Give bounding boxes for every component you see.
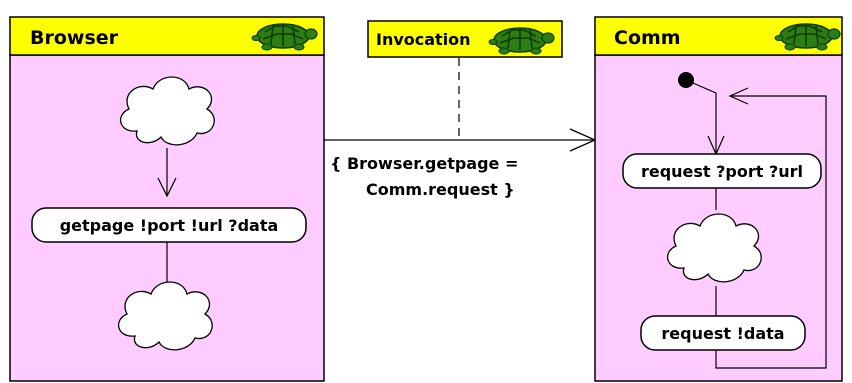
state-request-out-label: request !data bbox=[661, 324, 784, 343]
state-request-in bbox=[622, 153, 822, 189]
comm-title: Comm bbox=[614, 27, 681, 49]
state-request-in-label: request ?port ?url bbox=[641, 162, 803, 181]
arrowhead-icon bbox=[157, 177, 177, 198]
loop-back-transition bbox=[715, 95, 827, 369]
constraint-line-1: { Browser.getpage = bbox=[330, 154, 518, 173]
state-request-out bbox=[640, 315, 806, 351]
constraint-line-2: Comm.request } bbox=[366, 180, 515, 199]
browser-title: Browser bbox=[30, 27, 119, 49]
state-getpage-label: getpage !port !url ?data bbox=[60, 216, 279, 235]
comm-panel: Comm request ?port ?url request !data bbox=[594, 16, 843, 382]
browser-panel: Browser getpage !port !url ?data bbox=[9, 16, 325, 382]
arrowhead-icon bbox=[728, 87, 749, 105]
invocation-title: Invocation bbox=[376, 30, 471, 49]
transition-line bbox=[685, 79, 717, 154]
state-getpage bbox=[31, 207, 307, 243]
comm-header bbox=[594, 16, 843, 56]
invocation-connector: Invocation { Browser.getpage = Comm.requ… bbox=[324, 20, 597, 199]
